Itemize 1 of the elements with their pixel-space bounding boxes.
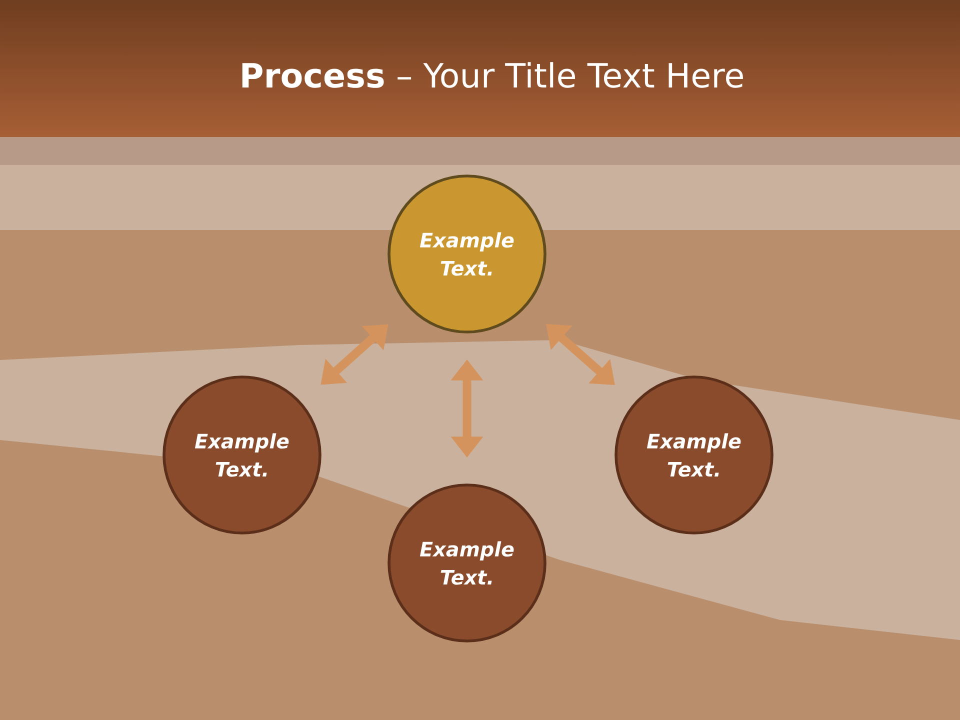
title: Process – Your Title Text Here <box>242 62 743 88</box>
